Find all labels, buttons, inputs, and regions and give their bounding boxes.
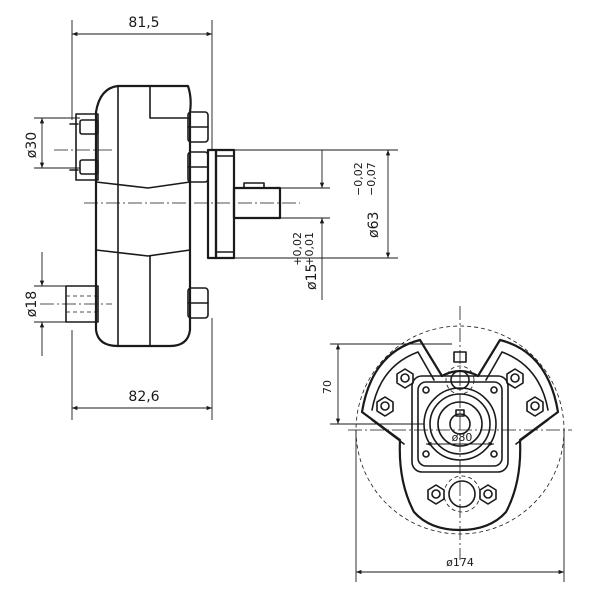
bolt-left-1 — [396, 368, 414, 389]
housing-facet-upper — [149, 85, 191, 119]
housing-facet-mid — [95, 181, 191, 189]
body-hole-tr — [490, 386, 498, 394]
dim-flange-label: ø174 — [446, 556, 474, 569]
dim-pilot-tol-lower: −0,07 — [365, 162, 378, 196]
bolt-right-1 — [506, 368, 524, 389]
flange-plate — [206, 148, 218, 260]
dim-shaft-tol-upper: +0,02 — [291, 232, 304, 266]
dim-width-bottom-label: 82,6 — [128, 389, 159, 405]
bolt-bottom-left — [427, 484, 445, 505]
dim-flange: ø174 — [355, 430, 565, 582]
housing-outline — [94, 84, 192, 348]
front-view — [348, 306, 572, 560]
dim-upper-port: ø30 — [24, 117, 80, 169]
bolt-bottom-right — [479, 484, 497, 505]
dim-lower-port-label: ø18 — [24, 291, 40, 317]
dim-pilot-tol-upper: −0,02 — [352, 162, 365, 196]
bolt-left-2 — [376, 396, 394, 417]
dim-offset-70: 70 — [321, 343, 452, 425]
shaft-key — [243, 182, 265, 189]
top-key — [453, 351, 467, 363]
upper-port-front — [445, 365, 475, 395]
upper-port-fitting — [75, 113, 99, 181]
dim-shaft: ø15 +0,02 +0,01 — [280, 150, 330, 300]
dim-width-top-label: 81,5 — [128, 15, 159, 31]
dim-pilot-label: ø63 — [366, 212, 382, 238]
shaft-end — [449, 413, 471, 435]
pilot-boss — [214, 148, 236, 260]
dim-upper-port-label: ø30 — [24, 132, 40, 158]
dim-lower-port: ø18 — [24, 252, 66, 356]
dim-pilot: ø63 −0,02 −0,07 — [234, 149, 398, 259]
dim-offset-70-label: 70 — [321, 380, 334, 394]
dim-width-bottom: 82,6 — [71, 389, 212, 411]
dim-bolt-circle: ø80 — [426, 431, 494, 447]
upper-port-nut — [79, 119, 99, 135]
housing-facet-low — [95, 249, 191, 257]
dim-bolt-circle-label: ø80 — [452, 431, 473, 444]
front-housing-outline — [360, 338, 560, 532]
side-view — [40, 20, 300, 420]
lower-port-front — [448, 480, 476, 508]
dim-width-top: 81,5 — [71, 15, 212, 37]
bolt-right-2 — [526, 396, 544, 417]
body-hole-bl — [422, 450, 430, 458]
shaft-key-front — [455, 409, 465, 417]
body-hole-tl — [422, 386, 430, 394]
body-hole-br — [490, 450, 498, 458]
dim-shaft-tol-lower: +0,01 — [303, 232, 316, 266]
dim-shaft-label: ø15 — [304, 264, 320, 290]
